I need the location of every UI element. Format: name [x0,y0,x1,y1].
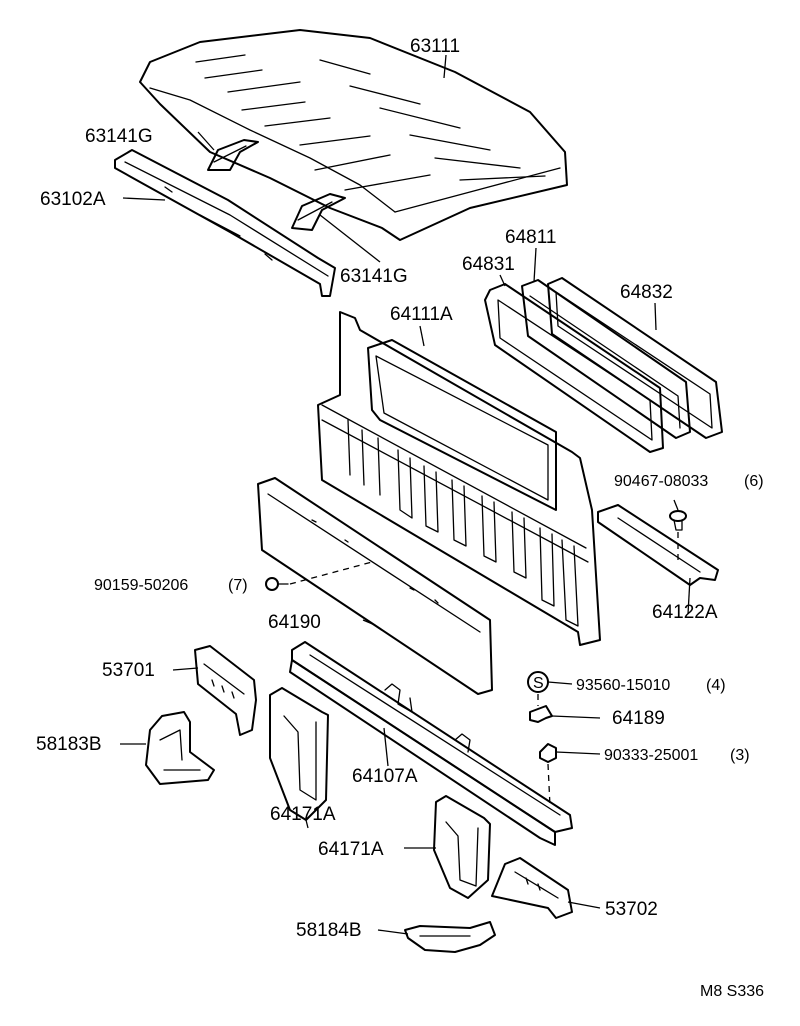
label-roof-panel: 63111 [410,36,460,57]
screw-part [669,510,687,531]
bracket-left-part [194,645,257,736]
label-back-panel: 64111A [390,304,453,325]
label-bracket-right: 53702 [605,899,658,920]
crossmember-part [289,641,573,846]
label-diagram-code: M8 S336 [700,983,764,1000]
reinforcement-upper-part [597,504,719,586]
label-gusset-right: 58184B [296,920,362,941]
label-glass-outer: 64811 [505,227,556,248]
label-screw-s: 93560-15010 [576,677,670,694]
label-brace-right: 64171A [318,839,384,860]
label-gusset-left: 58183B [36,734,102,755]
label-roof-brace-front: 63141G [85,126,153,147]
label-screw-s-qty: (4) [706,677,726,694]
clip-part [265,577,289,591]
label-nut: 90333-25001 [604,747,698,764]
labels: 63111 63141G 63102A 63141G 64811 64831 6… [36,36,764,1000]
board-part [257,477,493,695]
label-glass-inner: 64832 [620,282,673,303]
plate-part [529,705,553,723]
label-clip: 90159-50206 [94,577,188,594]
brace-left-part [269,687,329,821]
roof-panel-part [139,29,568,241]
label-clip-qty: (7) [228,577,248,594]
roof-brace-front-part [207,139,259,171]
label-brace-left: 64171A [270,804,336,825]
label-crossmember: 64107A [352,766,418,787]
gusset-right-part [404,921,496,953]
leader-lines [120,54,691,935]
label-front-header: 63102A [40,189,106,210]
bracket-right-part [491,857,573,919]
brace-right-part [433,795,491,899]
front-header-part [114,149,336,297]
gusset-left-part [145,711,215,785]
roof-brace-rear-part [291,193,346,231]
label-nut-qty: (3) [730,747,750,764]
label-bracket-left: 53701 [102,660,155,681]
label-roof-brace-rear: 63141G [340,266,408,287]
label-weatherstrip: 64831 [462,254,515,275]
label-screw: 90467-08033 [614,473,708,490]
glass-outer-part [521,279,691,439]
label-screw-qty: (6) [744,473,764,490]
label-spacer-s: S [533,675,544,692]
back-panel-part [317,311,601,646]
label-reinforcement-upper: 64122A [652,602,718,623]
label-board: 64190 [268,612,321,633]
label-plate: 64189 [612,708,665,729]
glass-inner-part [547,277,723,439]
nut-part [539,743,557,763]
